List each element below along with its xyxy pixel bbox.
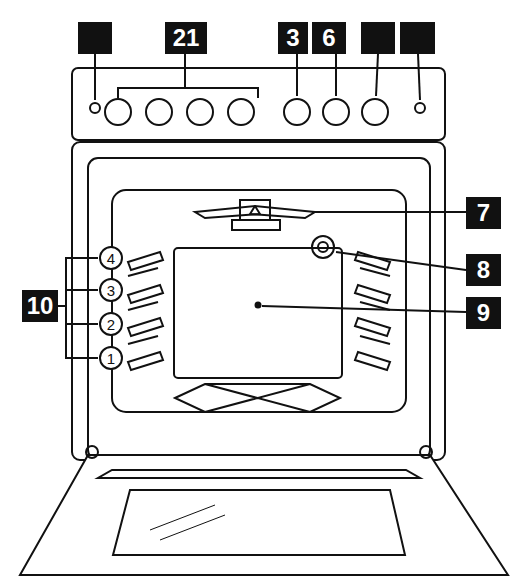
shelf-level-number: 4 xyxy=(99,246,123,270)
callout-number: 8 xyxy=(466,254,501,286)
callout-number: 7 xyxy=(466,197,501,229)
shelf-level-number: 2 xyxy=(99,312,123,336)
callout-number: 9 xyxy=(466,297,501,329)
callout-number: 21 xyxy=(165,22,207,54)
shelf-level-number: 1 xyxy=(99,346,123,370)
callout-number: 10 xyxy=(22,290,58,322)
callout-number: 6 xyxy=(312,22,346,54)
callout-number: 3 xyxy=(278,22,308,54)
shelf-level-number: 3 xyxy=(99,278,123,302)
